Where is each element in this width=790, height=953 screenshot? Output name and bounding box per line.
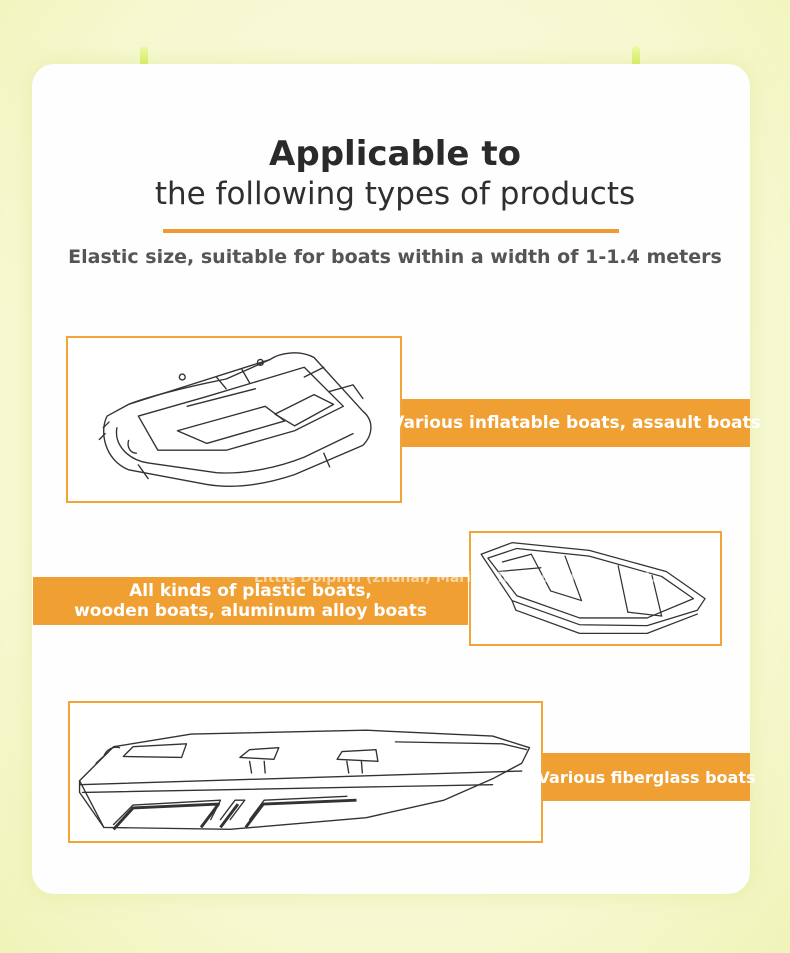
plastic-boats-label-line2: wooden boats, aluminum alloy boats bbox=[74, 601, 427, 621]
page-title: Applicable to bbox=[269, 134, 521, 174]
page-subtitle: Elastic size, suitable for boats within … bbox=[68, 246, 722, 268]
inflatable-boats-label: Various inflatable boats, assault boats bbox=[391, 399, 761, 447]
fiberglass-boat-image-frame bbox=[68, 701, 543, 843]
fiberglass-boats-label: Various fiberglass boats bbox=[538, 753, 756, 801]
rowboat-illustration bbox=[480, 542, 706, 635]
page-title-secondary: the following types of products bbox=[154, 176, 636, 212]
rowboat-image-frame bbox=[469, 531, 722, 646]
company-watermark: Little Dolphin (zhuhai) Marine Technolog… bbox=[254, 570, 656, 586]
inflatable-boat-image-frame bbox=[66, 336, 402, 503]
inflatable-boats-label-text: Various inflatable boats, assault boats bbox=[391, 413, 761, 433]
inflatable-boat-illustration bbox=[98, 352, 372, 487]
plastic-boats-label-line1: All kinds of plastic boats, bbox=[129, 581, 372, 601]
plastic-boats-label: All kinds of plastic boats, wooden boats… bbox=[33, 577, 468, 625]
fiberglass-boats-label-text: Various fiberglass boats bbox=[537, 767, 756, 787]
title-underline bbox=[163, 229, 619, 233]
fiberglass-boat-illustration bbox=[78, 729, 531, 831]
